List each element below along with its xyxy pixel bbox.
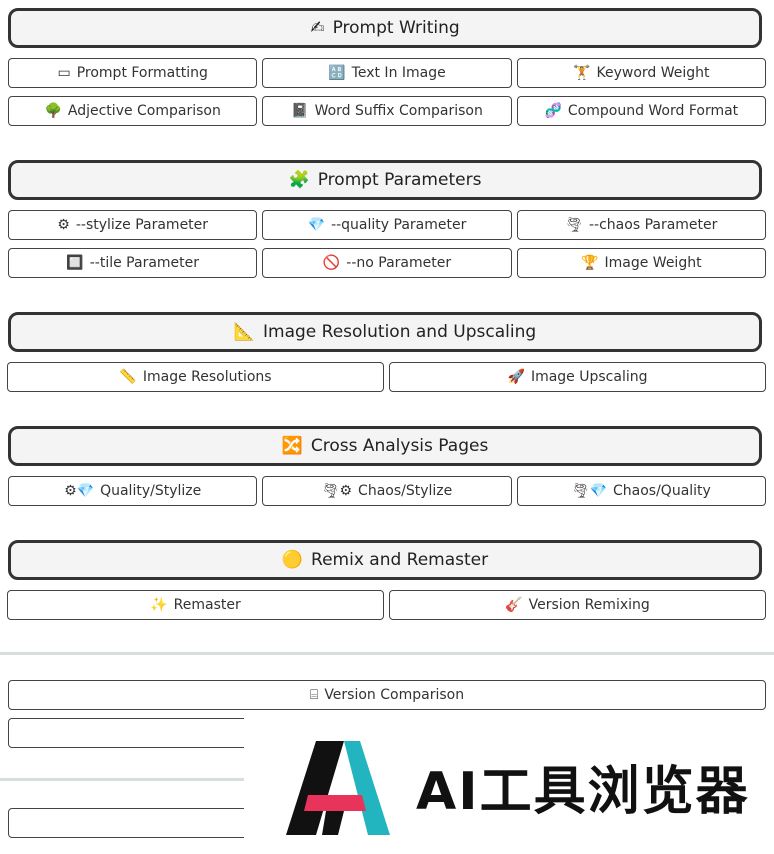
guitar-icon: 🎸 [505, 597, 523, 613]
button-row: 📏 Image Resolutions 🚀 Image Upscaling [7, 362, 766, 392]
button-label: Version Comparison [324, 687, 465, 703]
section-title: Prompt Parameters [317, 170, 482, 190]
chaos-parameter-button[interactable]: 🌪 --chaos Parameter [516, 210, 766, 240]
prompt-formatting-button[interactable]: ▭ Prompt Formatting [8, 58, 258, 88]
button-row: ▭ Prompt Formatting 🔠 Text In Image 🏋 Ke… [8, 58, 766, 88]
version-remixing-button[interactable]: 🎸 Version Remixing [389, 590, 766, 620]
stylize-parameter-button[interactable]: ⚙ --stylize Parameter [8, 210, 258, 240]
triangle-ruler-icon: 📐 [233, 321, 256, 342]
button-row: ⚙💎 Quality/Stylize 🌪⚙ Chaos/Stylize 🌪💎 C… [8, 476, 766, 506]
watermark: AI工具浏览器 [244, 718, 774, 854]
section-header-image-resolution: 📐 Image Resolution and Upscaling [8, 312, 762, 352]
tornado-gear-icon: 🌪⚙ [321, 483, 353, 499]
no-parameter-button[interactable]: 🚫 --no Parameter [262, 248, 512, 278]
notebook-icon: 📓 [291, 103, 309, 119]
gear-icon: ⚙ [57, 217, 70, 233]
writing-hand-icon: ✍ [310, 17, 325, 38]
section-header-prompt-writing: ✍ Prompt Writing [8, 8, 762, 48]
section-title: Remix and Remaster [311, 550, 489, 570]
keyword-weight-button[interactable]: 🏋 Keyword Weight [516, 58, 766, 88]
button-label: Remaster [173, 597, 241, 613]
quality-parameter-button[interactable]: 💎 --quality Parameter [262, 210, 512, 240]
shuffle-icon: 🔀 [281, 435, 303, 456]
button-label: Image Weight [604, 255, 702, 271]
tile-parameter-button[interactable]: 🔲 --tile Parameter [8, 248, 258, 278]
image-weight-button[interactable]: 🏆 Image Weight [516, 248, 766, 278]
button-label: --stylize Parameter [75, 217, 209, 233]
gem-icon: 💎 [307, 217, 326, 233]
button-label: Image Resolutions [142, 369, 272, 385]
section-title: Cross Analysis Pages [310, 436, 489, 456]
version-comparison-button[interactable]: ⌸ Version Comparison [8, 680, 766, 710]
prohibited-icon: 🚫 [322, 255, 341, 271]
chaos-stylize-button[interactable]: 🌪⚙ Chaos/Stylize [262, 476, 512, 506]
button-row: 🌳 Adjective Comparison 📓 Word Suffix Com… [8, 96, 766, 126]
covered-button[interactable] [8, 808, 248, 838]
button-label: Chaos/Stylize [358, 483, 453, 499]
button-label: Version Remixing [528, 597, 650, 613]
button-label: Quality/Stylize [100, 483, 202, 499]
watermark-logo-icon [286, 741, 390, 835]
button-row: ⚙ --stylize Parameter 💎 --quality Parame… [8, 210, 766, 240]
cylinder-icon: ⌸ [309, 687, 319, 703]
covered-button[interactable] [8, 718, 248, 748]
trophy-icon: 🏆 [581, 255, 599, 271]
button-label: Word Suffix Comparison [314, 103, 483, 119]
button-label: --chaos Parameter [589, 217, 718, 233]
chaos-quality-button[interactable]: 🌪💎 Chaos/Quality [516, 476, 766, 506]
button-label: --quality Parameter [331, 217, 467, 233]
rocket-icon: 🚀 [507, 369, 525, 385]
word-suffix-comparison-button[interactable]: 📓 Word Suffix Comparison [262, 96, 512, 126]
tornado-icon: 🌪 [565, 217, 583, 233]
button-label: Image Upscaling [530, 369, 648, 385]
adjective-comparison-button[interactable]: 🌳 Adjective Comparison [8, 96, 258, 126]
button-label: Text In Image [351, 65, 446, 81]
disc-icon: 🟡 [281, 549, 304, 570]
dna-icon: 🧬 [544, 103, 562, 119]
section-title: Image Resolution and Upscaling [263, 322, 537, 342]
quality-stylize-button[interactable]: ⚙💎 Quality/Stylize [8, 476, 258, 506]
divider [0, 652, 774, 655]
tornado-gem-icon: 🌪💎 [571, 483, 607, 499]
compound-word-format-button[interactable]: 🧬 Compound Word Format [516, 96, 766, 126]
button-row: ✨ Remaster 🎸 Version Remixing [7, 590, 766, 620]
button-label: Adjective Comparison [67, 103, 221, 119]
sparkles-icon: ✨ [150, 597, 168, 613]
remaster-button[interactable]: ✨ Remaster [7, 590, 384, 620]
button-label: Compound Word Format [567, 103, 739, 119]
image-upscaling-button[interactable]: 🚀 Image Upscaling [389, 362, 766, 392]
puzzle-icon: 🧩 [288, 169, 310, 190]
button-label: --tile Parameter [89, 255, 200, 271]
button-label: --no Parameter [346, 255, 452, 271]
button-label: Prompt Formatting [76, 65, 208, 81]
watermark-text: AI工具浏览器 [416, 761, 750, 822]
weightlifter-icon: 🏋 [573, 65, 591, 81]
window-icon: ▭ [57, 65, 71, 81]
text-in-image-button[interactable]: 🔠 Text In Image [262, 58, 512, 88]
section-title: Prompt Writing [332, 18, 460, 38]
section-header-cross-analysis: 🔀 Cross Analysis Pages [8, 426, 762, 466]
button-row: ⌸ Version Comparison [8, 680, 766, 710]
section-header-remix-remaster: 🟡 Remix and Remaster [8, 540, 762, 580]
gear-gem-icon: ⚙💎 [64, 483, 95, 499]
tree-icon: 🌳 [44, 103, 62, 119]
button-label: Keyword Weight [596, 65, 710, 81]
divider [0, 778, 244, 781]
letters-icon: 🔠 [328, 65, 346, 81]
button-label: Chaos/Quality [613, 483, 711, 499]
ruler-icon: 📏 [119, 369, 137, 385]
section-header-prompt-parameters: 🧩 Prompt Parameters [8, 160, 762, 200]
square-icon: 🔲 [66, 255, 84, 271]
image-resolutions-button[interactable]: 📏 Image Resolutions [7, 362, 384, 392]
button-row: 🔲 --tile Parameter 🚫 --no Parameter 🏆 Im… [8, 248, 766, 278]
